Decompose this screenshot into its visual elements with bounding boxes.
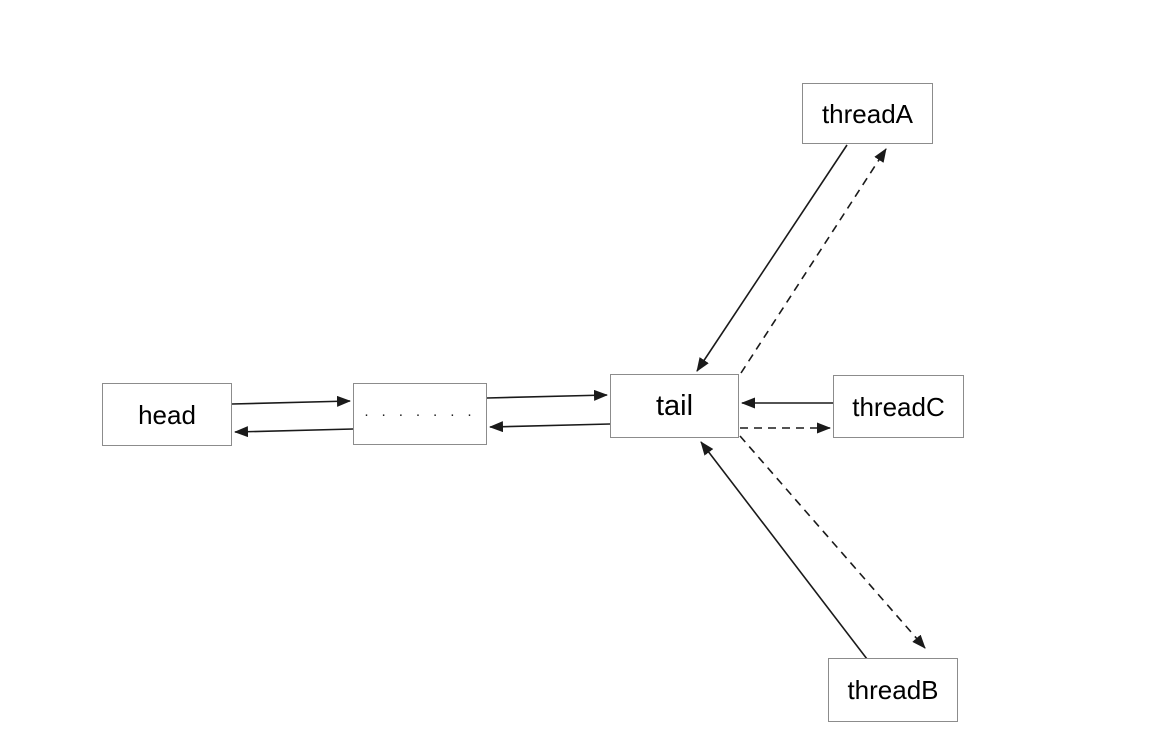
node-middle-ellipsis-label: · · · · · · · (364, 405, 476, 423)
edge-middle-to-head (234, 426, 354, 438)
node-threadC: threadC (833, 375, 964, 438)
node-threadA-label: threadA (821, 98, 914, 129)
node-threadA: threadA (802, 83, 933, 144)
node-tail-label: tail (655, 389, 694, 422)
node-head: head (102, 383, 232, 446)
node-threadB-label: threadB (847, 675, 939, 705)
edge-head-to-middle (231, 395, 351, 407)
node-threadB: threadB (828, 658, 958, 722)
edge-threadA-to-tail (696, 144, 848, 372)
node-tail: tail (610, 374, 739, 438)
edge-tail-to-middle (489, 421, 611, 433)
node-head-label: head (138, 399, 196, 430)
edge-tail-to-threadB-dashed (739, 435, 926, 649)
node-threadC-label: threadC (852, 391, 945, 422)
edge-middle-to-tail (486, 389, 608, 401)
edge-threadB-to-tail (700, 441, 868, 660)
node-middle-ellipsis: · · · · · · · (353, 383, 487, 445)
edge-tail-to-threadA-dashed (740, 148, 887, 374)
